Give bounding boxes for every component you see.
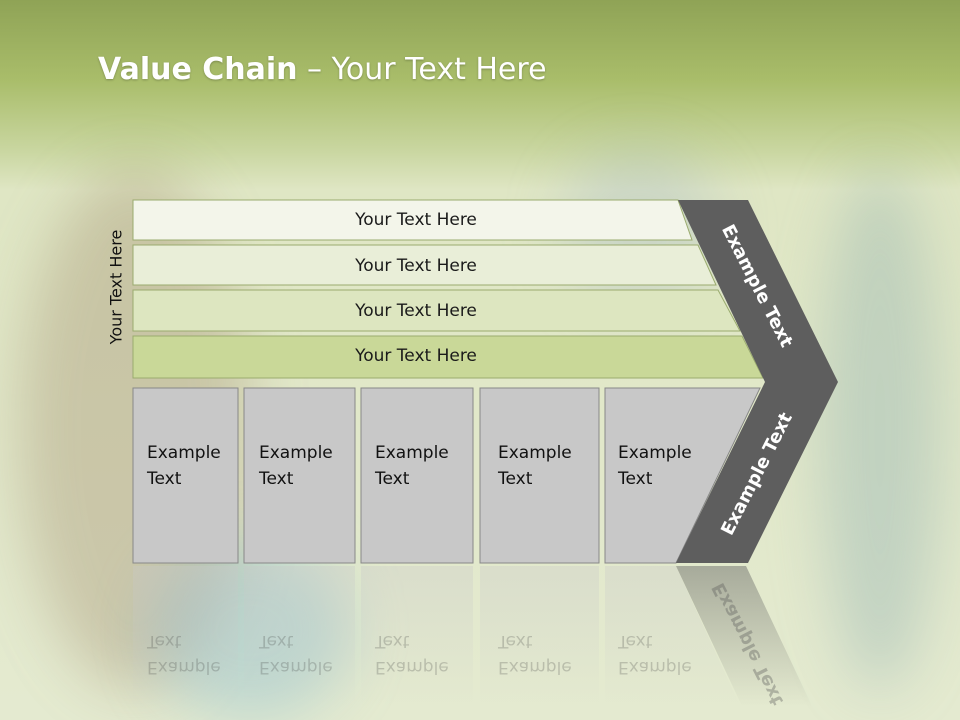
row-bar-3 [132, 289, 741, 332]
activity-box-5-line2: Text [618, 469, 653, 489]
activity-box-4-reflection [480, 566, 599, 706]
activity-box-4-line2: Text [498, 469, 533, 489]
activity-box-5-reflection-text: Example Text [618, 628, 692, 680]
activity-box-1-reflection-text: Example Text [147, 628, 221, 680]
activity-box-2-reflection-text: Example Text [259, 628, 333, 680]
activity-box-2-line1: Example [259, 443, 333, 463]
activity-box-4-line1: Example [498, 443, 572, 463]
activity-box-5-reflection [605, 566, 740, 706]
activity-box-3-line1: Example [375, 443, 449, 463]
title-rest: – Your Text Here [297, 52, 547, 87]
activity-box-4-reflection-text: Example Text [498, 628, 572, 680]
activity-box-1-reflection [133, 566, 238, 706]
activity-box-4-reflection-line2: Text [498, 631, 533, 651]
activity-box-2-reflection [244, 566, 355, 706]
activity-box-3-reflection [361, 566, 473, 706]
background-figure-right [820, 170, 940, 690]
row-label-4: Your Text Here [355, 346, 477, 366]
activity-box-2-reflection-line2: Text [259, 631, 294, 651]
activity-box-1-line1: Example [147, 443, 221, 463]
activity-box-5-reflection-line2: Text [618, 631, 653, 651]
activity-box-3-line2: Text [375, 469, 410, 489]
activity-box-3-reflection-line1: Example [375, 657, 449, 677]
row-label-3: Your Text Here [355, 301, 477, 321]
row-bar-4 [132, 335, 764, 379]
activity-box-3-reflection-line2: Text [375, 631, 410, 651]
activity-box-3 [360, 387, 474, 564]
activity-box-2 [243, 387, 356, 564]
activity-box-1-reflection-line1: Example [147, 657, 221, 677]
activity-box-2-line2: Text [259, 469, 294, 489]
row-bar-1 [132, 199, 693, 241]
row-bar-2 [132, 244, 717, 286]
slide-title: Value Chain – Your Text Here [98, 52, 547, 87]
margin-chevron [676, 200, 838, 563]
activity-box-2-reflection-line1: Example [259, 657, 333, 677]
row-label-1: Your Text Here [355, 210, 477, 230]
activity-box-4 [479, 387, 600, 564]
activity-box-1-line2: Text [147, 469, 182, 489]
chevron-reflection [676, 566, 812, 706]
activity-box-5-reflection-line1: Example [618, 657, 692, 677]
activity-box-1 [132, 387, 239, 564]
activity-box-1-reflection-line2: Text [147, 631, 182, 651]
activity-box-3-reflection-text: Example Text [375, 628, 449, 680]
row-label-2: Your Text Here [355, 256, 477, 276]
title-bold: Value Chain [98, 52, 298, 87]
activity-box-4-reflection-line1: Example [498, 657, 572, 677]
activity-box-5-line1: Example [618, 443, 692, 463]
